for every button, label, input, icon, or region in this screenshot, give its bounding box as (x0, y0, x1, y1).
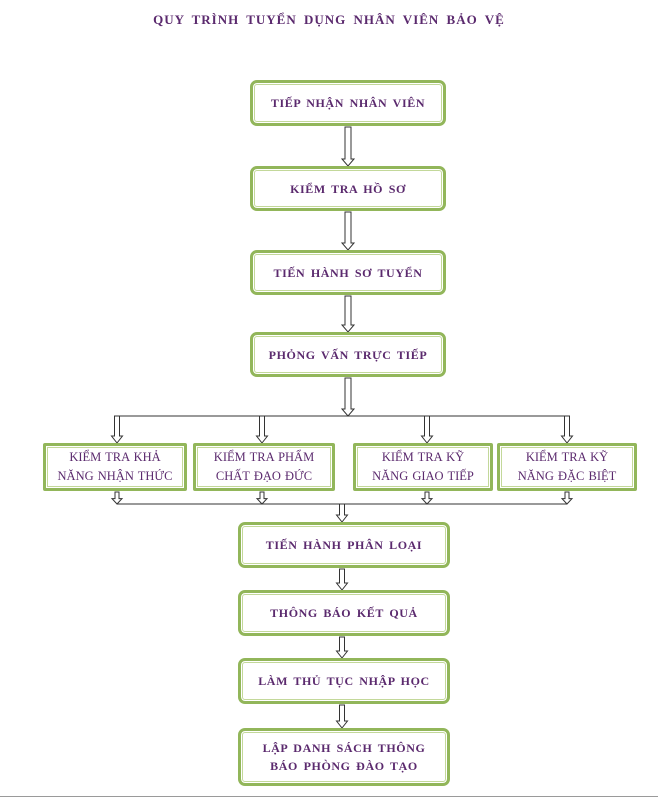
step-preliminary-screening: TIẾN HÀNH SƠ TUYỂN (250, 250, 446, 295)
arrow-merge-to-classify (335, 503, 349, 523)
step-label-line1: LẬP DANH SÁCH THÔNG (262, 741, 426, 755)
arrow-enroll-to-final (335, 704, 349, 729)
check-cognitive-ability: KIỂM TRA KHẢ NĂNG NHẬN THỨC (43, 443, 187, 491)
step-training-list: LẬP DANH SÁCH THÔNG BÁO PHÒNG ĐÀO TẠO (238, 728, 450, 786)
check-label-line1: KIỂM TRA KỸ (381, 450, 465, 464)
step-label-line2: BÁO PHÒNG ĐÀO TẠO (270, 759, 418, 773)
step-label: KIỂM TRA HỒ SƠ (290, 181, 406, 196)
arrow-from-cognitive-check (110, 491, 124, 505)
arrow-to-special-check (560, 415, 574, 444)
check-label-line2: CHẤT ĐẠO ĐỨC (215, 469, 313, 483)
step-classification: TIẾN HÀNH PHÂN LOẠI (238, 522, 450, 568)
arrow-to-moral-check (255, 415, 269, 444)
step-label: TIẾN HÀNH PHÂN LOẠI (265, 538, 423, 552)
check-label-line2: NĂNG GIAO TIẾP (372, 469, 474, 483)
step-direct-interview: PHỎNG VẤN TRỰC TIẾP (250, 332, 446, 377)
page-edge-line (0, 796, 658, 797)
arrow-to-cognitive-check (110, 415, 124, 444)
check-moral-quality: KIỂM TRA PHẨM CHẤT ĐẠO ĐỨC (193, 443, 335, 491)
step-check-documents: KIỂM TRA HỒ SƠ (250, 166, 446, 211)
check-special-skills: KIỂM TRA KỸ NĂNG ĐẶC BIỆT (497, 443, 637, 491)
check-label-line2: NĂNG NHẬN THỨC (57, 469, 173, 483)
diagram-title: QUY TRÌNH TUYỂN DỤNG NHÂN VIÊN BẢO VỆ (153, 12, 505, 27)
arrow-preliminary-to-interview (340, 295, 356, 333)
step-label: TIẾN HÀNH SƠ TUYỂN (273, 265, 423, 280)
check-communication-skills: KIỂM TRA KỸ NĂNG GIAO TIẾP (353, 443, 493, 491)
arrow-check-to-preliminary (340, 211, 356, 251)
arrow-classify-to-notify (335, 568, 349, 591)
step-label: PHỎNG VẤN TRỰC TIẾP (268, 347, 428, 362)
step-receive-staff: TIẾP NHẬN NHÂN VIÊN (250, 80, 446, 126)
step-label: THÔNG BÁO KẾT QUẢ (270, 606, 418, 620)
arrow-to-communication-check (420, 415, 434, 444)
step-enrollment-procedures: LÀM THỦ TỤC NHẬP HỌC (238, 658, 450, 704)
arrow-notify-to-enroll (335, 636, 349, 659)
arrow-from-special-check (560, 491, 574, 505)
check-label-line1: KIỂM TRA KHẢ (69, 450, 161, 464)
check-label-line2: NĂNG ĐẶC BIỆT (517, 469, 617, 483)
arrow-from-communication-check (420, 491, 434, 505)
step-label: LÀM THỦ TỤC NHẬP HỌC (258, 674, 430, 688)
check-label-line1: KIỂM TRA PHẨM (213, 450, 315, 464)
arrow-from-moral-check (255, 491, 269, 505)
check-label-line1: KIỂM TRA KỸ (525, 450, 609, 464)
arrow-interview-to-branch (340, 377, 356, 417)
step-notify-results: THÔNG BÁO KẾT QUẢ (238, 590, 450, 636)
arrow-receive-to-check (340, 126, 356, 167)
step-label: TIẾP NHẬN NHÂN VIÊN (270, 96, 426, 110)
